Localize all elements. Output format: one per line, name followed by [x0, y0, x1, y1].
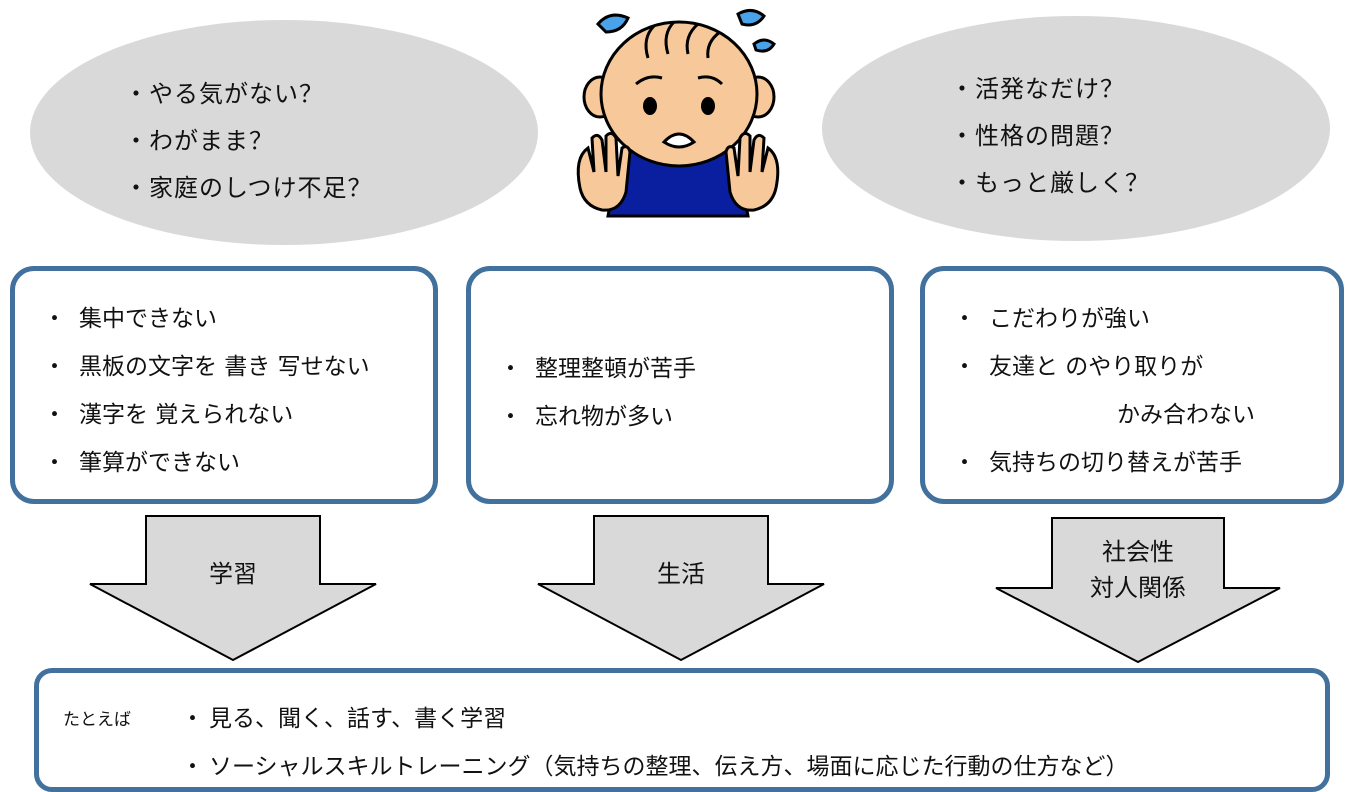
list-item-text: こだわりが強い — [989, 306, 1150, 332]
list-item: ・筆算ができない — [43, 439, 370, 487]
down-arrow-icon — [89, 515, 377, 662]
bullet: ・ — [953, 354, 976, 380]
list-item-text: 漢字を 覚えられない — [79, 402, 294, 428]
list-item-text: 黒板の文字を 書き 写せない — [79, 354, 370, 380]
bullet: ・ — [499, 404, 522, 430]
daily-life-symptoms-box: ・整理整頓が苦手 ・忘れ物が多い — [466, 266, 894, 504]
arrow-social: 社会性 対人関係 — [994, 516, 1282, 664]
worried-child-icon — [568, 2, 788, 228]
list-item-text: 整理整頓が苦手 — [535, 356, 696, 382]
list-item-continuation: かみ合わない — [1117, 402, 1255, 428]
arrow-learning: 学習 — [88, 514, 378, 662]
list-item-text: 友達と のやり取りが — [989, 354, 1204, 380]
social-symptoms-list: ・こだわりが強い ・友達と のやり取りが かみ合わない ・気持ちの切り替えが苦手 — [953, 295, 1255, 487]
thought-bubble-right: ・活発なだけ？ ・性格の問題？ ・もっと厳しく？ — [822, 16, 1330, 241]
down-arrow-icon — [537, 515, 825, 662]
arrow-learning-label: 学習 — [209, 560, 257, 588]
bubble-left-line: ・やる気がない？ — [124, 80, 324, 108]
learning-symptoms-box: ・集中できない ・黒板の文字を 書き 写せない ・漢字を 覚えられない ・筆算が… — [10, 266, 438, 504]
bubble-right-line: ・もっと厳しく？ — [950, 169, 1150, 197]
list-item-text: 見る、聞く、話す、書く学習 — [209, 706, 507, 732]
list-item: ・友達と のやり取りが — [953, 343, 1255, 391]
bullet: ・ — [181, 706, 204, 732]
list-item: ・黒板の文字を 書き 写せない — [43, 343, 370, 391]
bullet: ・ — [43, 306, 66, 332]
support-examples-list: ・見る、聞く、話す、書く学習 ・ソーシャルスキルトレーニング（気持ちの整理、伝え… — [181, 695, 1129, 791]
list-item: ・整理整頓が苦手 — [499, 345, 696, 393]
arrow-social-label-line: 対人関係 — [1090, 574, 1186, 602]
list-item: ・気持ちの切り替えが苦手 — [953, 439, 1255, 487]
bullet: ・ — [953, 306, 976, 332]
bubble-left-line: ・わがまま？ — [124, 127, 274, 155]
bullet: ・ — [499, 356, 522, 382]
bubble-right-lines: ・活発なだけ？ ・性格の問題？ ・もっと厳しく？ — [950, 66, 1150, 207]
list-item: ・ソーシャルスキルトレーニング（気持ちの整理、伝え方、場面に応じた行動の仕方など… — [181, 743, 1129, 791]
bullet: ・ — [43, 450, 66, 476]
down-arrow-icon — [995, 517, 1281, 664]
bubble-right-line: ・性格の問題？ — [950, 122, 1125, 150]
bubble-left-lines: ・やる気がない？ ・わがまま？ ・家庭のしつけ不足？ — [124, 71, 373, 212]
list-item: ・見る、聞く、話す、書く学習 — [181, 695, 1129, 743]
bullet: ・ — [181, 754, 204, 780]
learning-symptoms-list: ・集中できない ・黒板の文字を 書き 写せない ・漢字を 覚えられない ・筆算が… — [43, 295, 370, 487]
list-item: ・忘れ物が多い — [499, 393, 696, 441]
bubble-left-line: ・家庭のしつけ不足？ — [124, 174, 373, 202]
list-item: ・集中できない — [43, 295, 370, 343]
social-symptoms-box: ・こだわりが強い ・友達と のやり取りが かみ合わない ・気持ちの切り替えが苦手 — [920, 266, 1344, 504]
arrow-social-label: 社会性 対人関係 — [994, 534, 1282, 606]
list-item: ・漢字を 覚えられない — [43, 391, 370, 439]
list-item-text: ソーシャルスキルトレーニング（気持ちの整理、伝え方、場面に応じた行動の仕方など） — [209, 754, 1129, 780]
arrow-social-label-line: 社会性 — [1102, 538, 1174, 566]
thought-bubble-left: ・やる気がない？ ・わがまま？ ・家庭のしつけ不足？ — [30, 20, 538, 245]
list-item-text: 気持ちの切り替えが苦手 — [989, 450, 1242, 476]
bubble-right-line: ・活発なだけ？ — [950, 75, 1125, 103]
daily-life-symptoms-list: ・整理整頓が苦手 ・忘れ物が多い — [499, 345, 696, 441]
list-item-text: 忘れ物が多い — [535, 404, 673, 430]
arrow-daily-life-label: 生活 — [657, 560, 705, 588]
arrow-daily-life: 生活 — [536, 514, 826, 662]
example-label: たとえば — [63, 710, 131, 730]
list-item: ・こだわりが強い — [953, 295, 1255, 343]
bullet: ・ — [953, 450, 976, 476]
bullet: ・ — [43, 354, 66, 380]
bullet: ・ — [43, 402, 66, 428]
list-item-text: 集中できない — [79, 306, 217, 332]
list-item-text: 筆算ができない — [79, 450, 240, 476]
support-examples-box: たとえば ・見る、聞く、話す、書く学習 ・ソーシャルスキルトレーニング（気持ちの… — [34, 668, 1330, 792]
